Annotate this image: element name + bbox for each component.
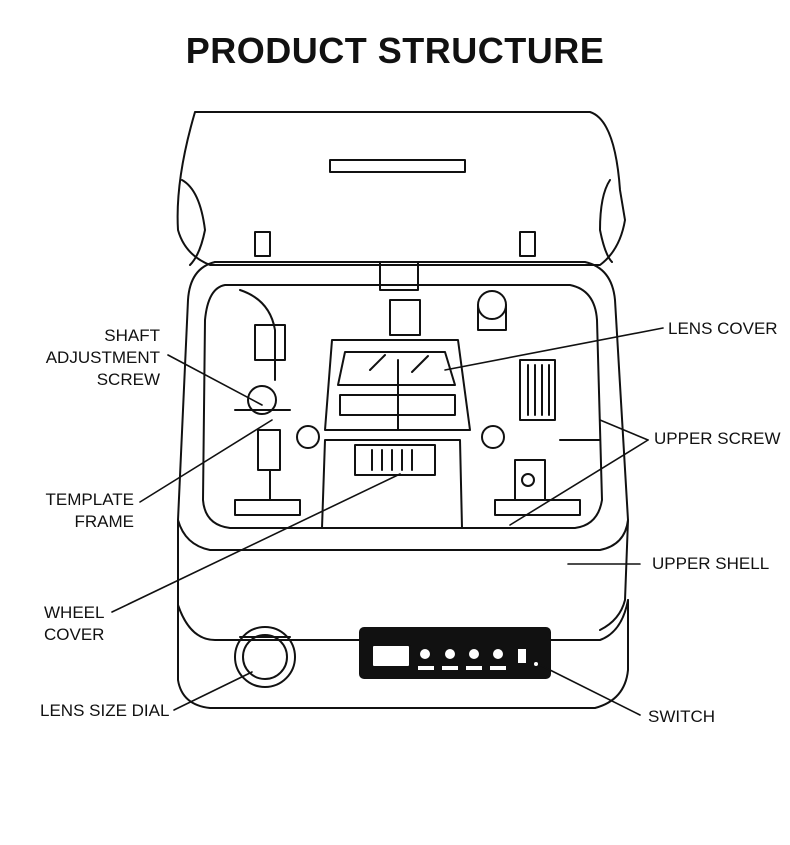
center-mechanism: [324, 261, 471, 431]
label-upper-screw: UPPER SCREW: [654, 429, 781, 448]
label-shaft-adjustment-screw: SHAFT ADJUSTMENT SCREW: [45, 326, 160, 389]
label-lens-size-dial: LENS SIZE DIAL: [40, 701, 170, 720]
lens-size-dial: [234, 626, 296, 688]
control-panel: [359, 627, 551, 679]
label-upper-shell: UPPER SHELL: [652, 554, 770, 573]
inner-cavity: [202, 284, 603, 529]
leader-wheel-cover: [111, 473, 401, 613]
leader-upper-screw-b: [509, 439, 649, 526]
label-template-frame: TEMPLATE FRAME: [45, 490, 134, 531]
leader-lens-cover: [444, 327, 664, 371]
leader-lines: [111, 327, 664, 716]
label-wheel-cover: WHEEL COVER: [44, 603, 105, 644]
leader-shaft-adjustment-screw: [167, 354, 263, 406]
page-title: PRODUCT STRUCTURE: [185, 30, 605, 71]
wheel-cover-block: [321, 439, 463, 529]
left-mechanism: [234, 289, 320, 516]
leader-switch: [539, 664, 641, 716]
upper-shell: [177, 261, 629, 631]
leader-lens-size-dial: [173, 671, 253, 711]
label-lens-cover: LENS COVER: [668, 319, 778, 338]
lid: [176, 111, 626, 266]
label-switch: SWITCH: [648, 707, 716, 726]
leader-upper-screw-a: [599, 419, 649, 441]
right-mechanism: [477, 290, 601, 516]
leader-template-frame: [139, 419, 273, 503]
